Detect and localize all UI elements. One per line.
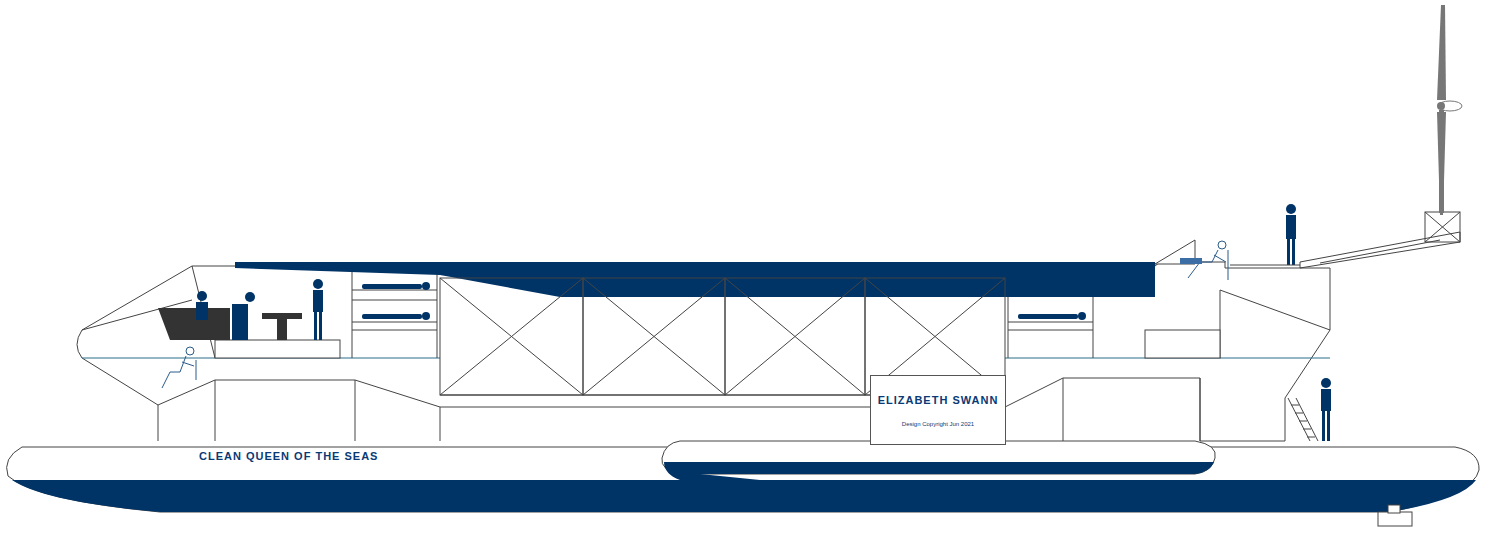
people <box>158 204 1331 441</box>
rudder-post <box>1388 505 1400 513</box>
roof-band <box>235 262 1155 297</box>
copyright-note: Design Copyright Jun 2021 <box>902 421 974 427</box>
bow <box>77 330 158 405</box>
hull-waterline <box>12 480 1476 512</box>
turbine-boom <box>1230 212 1460 268</box>
ship-name: ELIZABETH SWANN <box>878 393 999 407</box>
rudder <box>1378 512 1412 526</box>
pontoon-bottom <box>664 462 1214 480</box>
hull-slogan: CLEAN QUEEN OF THE SEAS <box>199 450 378 462</box>
wind-turbine <box>1437 5 1462 215</box>
superstructure <box>82 262 1330 441</box>
name-panel: ELIZABETH SWANN Design Copyright Jun 2021 <box>870 375 1006 445</box>
